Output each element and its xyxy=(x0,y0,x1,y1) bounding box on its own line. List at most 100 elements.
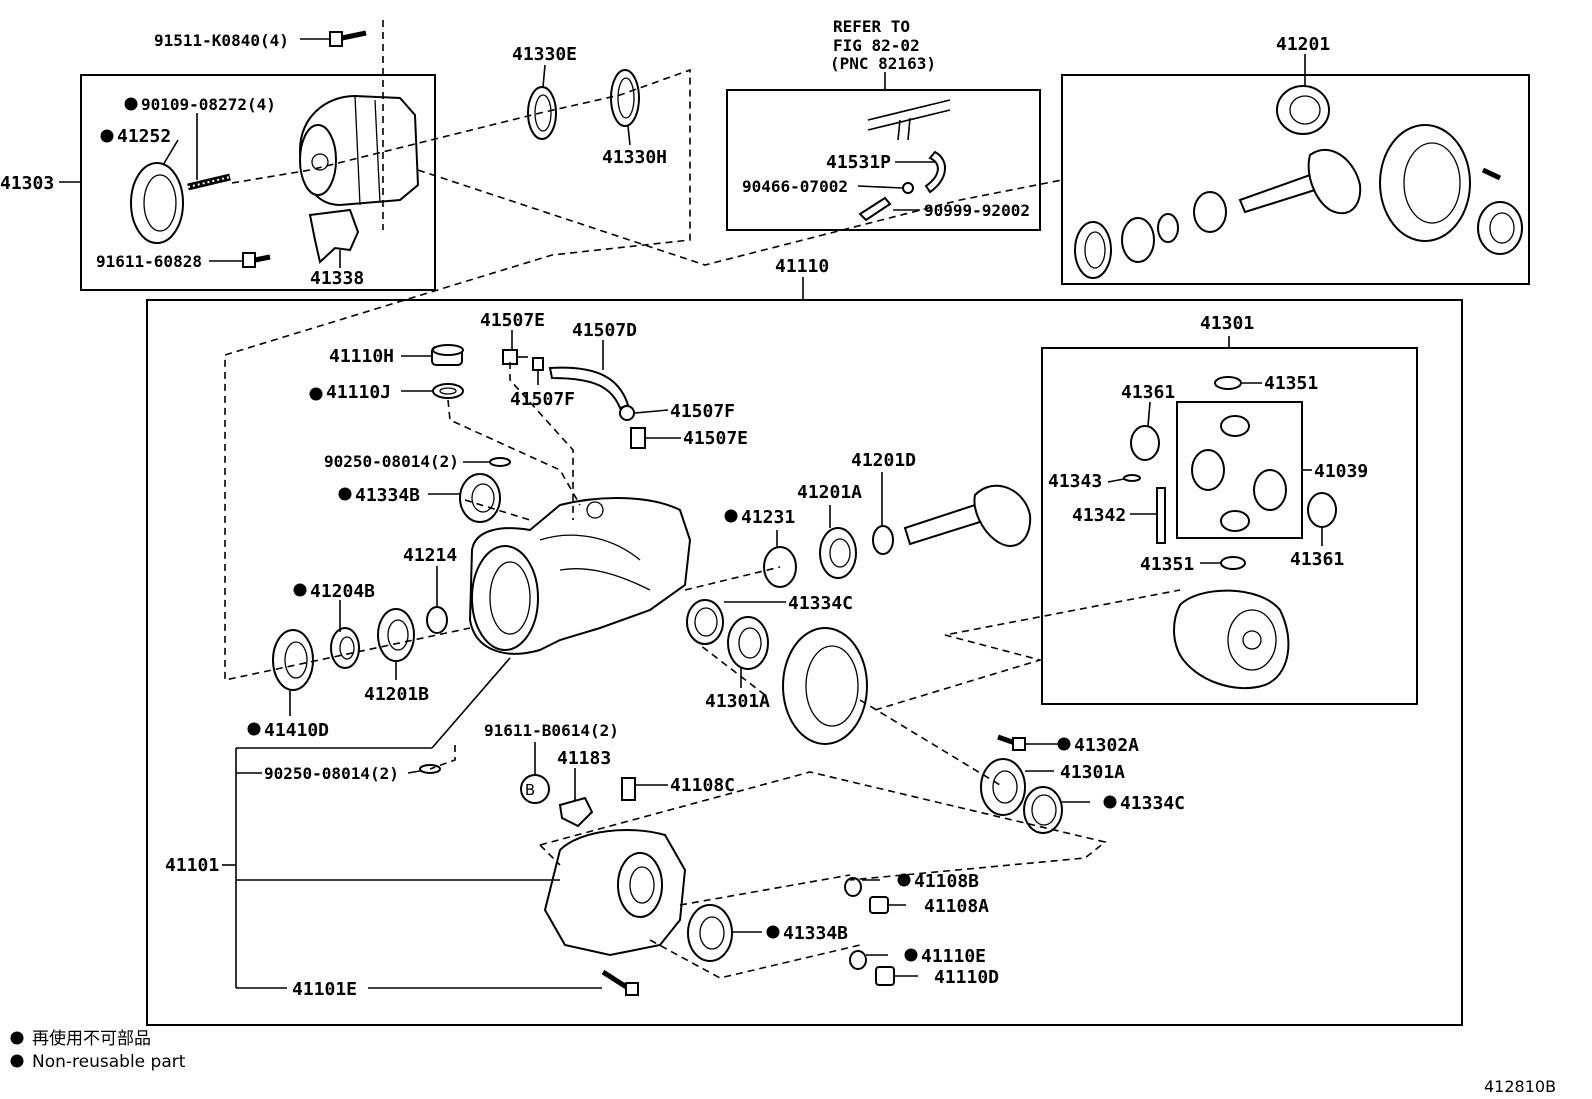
label-41039: 41039 xyxy=(1314,461,1368,482)
non-reusable-markers xyxy=(10,97,1117,1068)
breather-41507-icon xyxy=(502,349,646,449)
shaft-41342-icon xyxy=(1156,487,1166,544)
label-41201B: 41201B xyxy=(364,684,429,705)
label-41507D: 41507D xyxy=(572,320,637,341)
refer-note: REFER TO FIG 82-02 (PNC 82163) xyxy=(830,17,936,73)
label-41110D: 41110D xyxy=(934,967,999,988)
cover-41101-icon xyxy=(543,829,687,957)
label-41214: 41214 xyxy=(403,545,457,566)
gear-kit-41201-icon xyxy=(1074,85,1523,279)
label-41302A: 41302A xyxy=(1074,735,1139,756)
bolt-91511-icon xyxy=(329,30,367,47)
bearing-41301A-right-icon xyxy=(980,758,1026,816)
label-41101E: 41101E xyxy=(292,979,357,1000)
label-41410D: 41410D xyxy=(264,720,329,741)
washer-41361-top-icon xyxy=(1130,425,1160,461)
refer-line-1: REFER TO xyxy=(833,17,910,36)
label-41334B-bot: 41334B xyxy=(783,923,848,944)
label-90250-top: 90250-08014(2) xyxy=(324,452,459,471)
label-41110J: 41110J xyxy=(326,382,391,403)
label-41301A-right: 41301A xyxy=(1060,762,1125,783)
plug-41110H-icon xyxy=(431,344,464,366)
bracket-41338-icon xyxy=(308,208,360,264)
label-41301A-mid: 41301A xyxy=(705,691,770,712)
label-41303: 41303 xyxy=(0,173,54,194)
label-41108A: 41108A xyxy=(924,896,989,917)
washer-41361-bot-icon xyxy=(1307,492,1337,528)
label-41338: 41338 xyxy=(310,268,364,289)
label-41342: 41342 xyxy=(1072,505,1126,526)
refer-line-3: (PNC 82163) xyxy=(830,54,936,73)
box-41201-gear-kit xyxy=(1061,74,1530,285)
dashed-assembly-lines xyxy=(224,20,1181,979)
pinion-gears-41039-icon xyxy=(1191,415,1287,532)
label-41507E-top: 41507E xyxy=(480,310,545,331)
label-41201: 41201 xyxy=(1276,34,1330,55)
label-41330E: 41330E xyxy=(512,44,577,65)
label-41108B: 41108B xyxy=(914,871,979,892)
label-41351-bot: 41351 xyxy=(1140,554,1194,575)
label-91511: 91511-K0840(4) xyxy=(154,31,289,50)
label-41183: 41183 xyxy=(557,748,611,769)
label-41110H: 41110H xyxy=(329,346,394,367)
legend-japanese: 再使用不可部品 xyxy=(32,1028,151,1049)
box-41110-carrier xyxy=(146,299,1463,1026)
bolt-91611-60828-icon xyxy=(242,252,271,268)
stud-90109-icon xyxy=(187,173,231,191)
shim-41334C-mid-icon xyxy=(686,599,724,645)
label-41201A: 41201A xyxy=(797,482,862,503)
label-90466: 90466-07002 xyxy=(742,177,848,196)
label-41110: 41110 xyxy=(775,256,829,277)
label-41507F-left: 41507F xyxy=(510,389,575,410)
legend-english: Non-reusable part xyxy=(32,1052,186,1072)
label-41201D: 41201D xyxy=(851,450,916,471)
label-41507E-right: 41507E xyxy=(683,428,748,449)
label-90109: 90109-08272(4) xyxy=(141,95,276,114)
washer-41351-top-icon xyxy=(1214,376,1242,390)
plate-41183-icon xyxy=(558,796,594,828)
pin-90250-top-icon xyxy=(489,457,511,467)
bearing-41201B-icon xyxy=(377,608,415,662)
gasket-41108B-icon xyxy=(844,877,862,897)
bolt-41302A-icon xyxy=(997,734,1026,751)
mark-b-label: B xyxy=(525,781,535,799)
shim-41334C-right-icon xyxy=(1023,786,1063,834)
label-41334C-mid: 41334C xyxy=(788,593,853,614)
label-41361-top: 41361 xyxy=(1121,382,1175,403)
label-41101: 41101 xyxy=(165,855,219,876)
breather-hose-icon xyxy=(858,99,951,222)
gasket-41110J-icon xyxy=(432,383,464,399)
leader-lines xyxy=(59,38,1323,989)
box-refer-breather xyxy=(726,89,1041,231)
carrier-housing-icon xyxy=(468,497,692,655)
bearing-41201A-icon xyxy=(819,527,857,579)
seal-41252-icon xyxy=(130,162,184,244)
label-41252: 41252 xyxy=(117,126,171,147)
bearing-41301A-mid-icon xyxy=(727,616,769,670)
label-90250-bot: 90250-08014(2) xyxy=(264,764,399,783)
seal-41334B-top-icon xyxy=(459,473,501,523)
label-41110E: 41110E xyxy=(921,946,986,967)
washer-41351-bot-icon xyxy=(1220,556,1246,570)
label-91611-60828: 91611-60828 xyxy=(96,252,202,271)
spacer-41201D-icon xyxy=(872,525,894,555)
label-41507F-right: 41507F xyxy=(670,401,735,422)
label-41330H: 41330H xyxy=(602,147,667,168)
label-41361-bot: 41361 xyxy=(1290,549,1344,570)
plug-41108C-icon xyxy=(621,777,636,801)
seal-41410D-icon xyxy=(272,629,314,691)
label-41334C-right: 41334C xyxy=(1120,793,1185,814)
refer-line-2: FIG 82-02 xyxy=(833,36,920,55)
diff-case-icon xyxy=(1173,589,1290,690)
label-41531P: 41531P xyxy=(826,152,891,173)
plug-41110D-icon xyxy=(875,966,895,986)
label-41351-top: 41351 xyxy=(1264,373,1318,394)
label-41334B-top: 41334B xyxy=(355,485,420,506)
label-41301: 41301 xyxy=(1200,313,1254,334)
seal-41214-icon xyxy=(426,606,448,634)
shim-41330H-icon xyxy=(610,69,640,127)
label-41231: 41231 xyxy=(741,507,795,528)
figure-id: 412810B xyxy=(1484,1077,1556,1096)
label-41343: 41343 xyxy=(1048,471,1102,492)
